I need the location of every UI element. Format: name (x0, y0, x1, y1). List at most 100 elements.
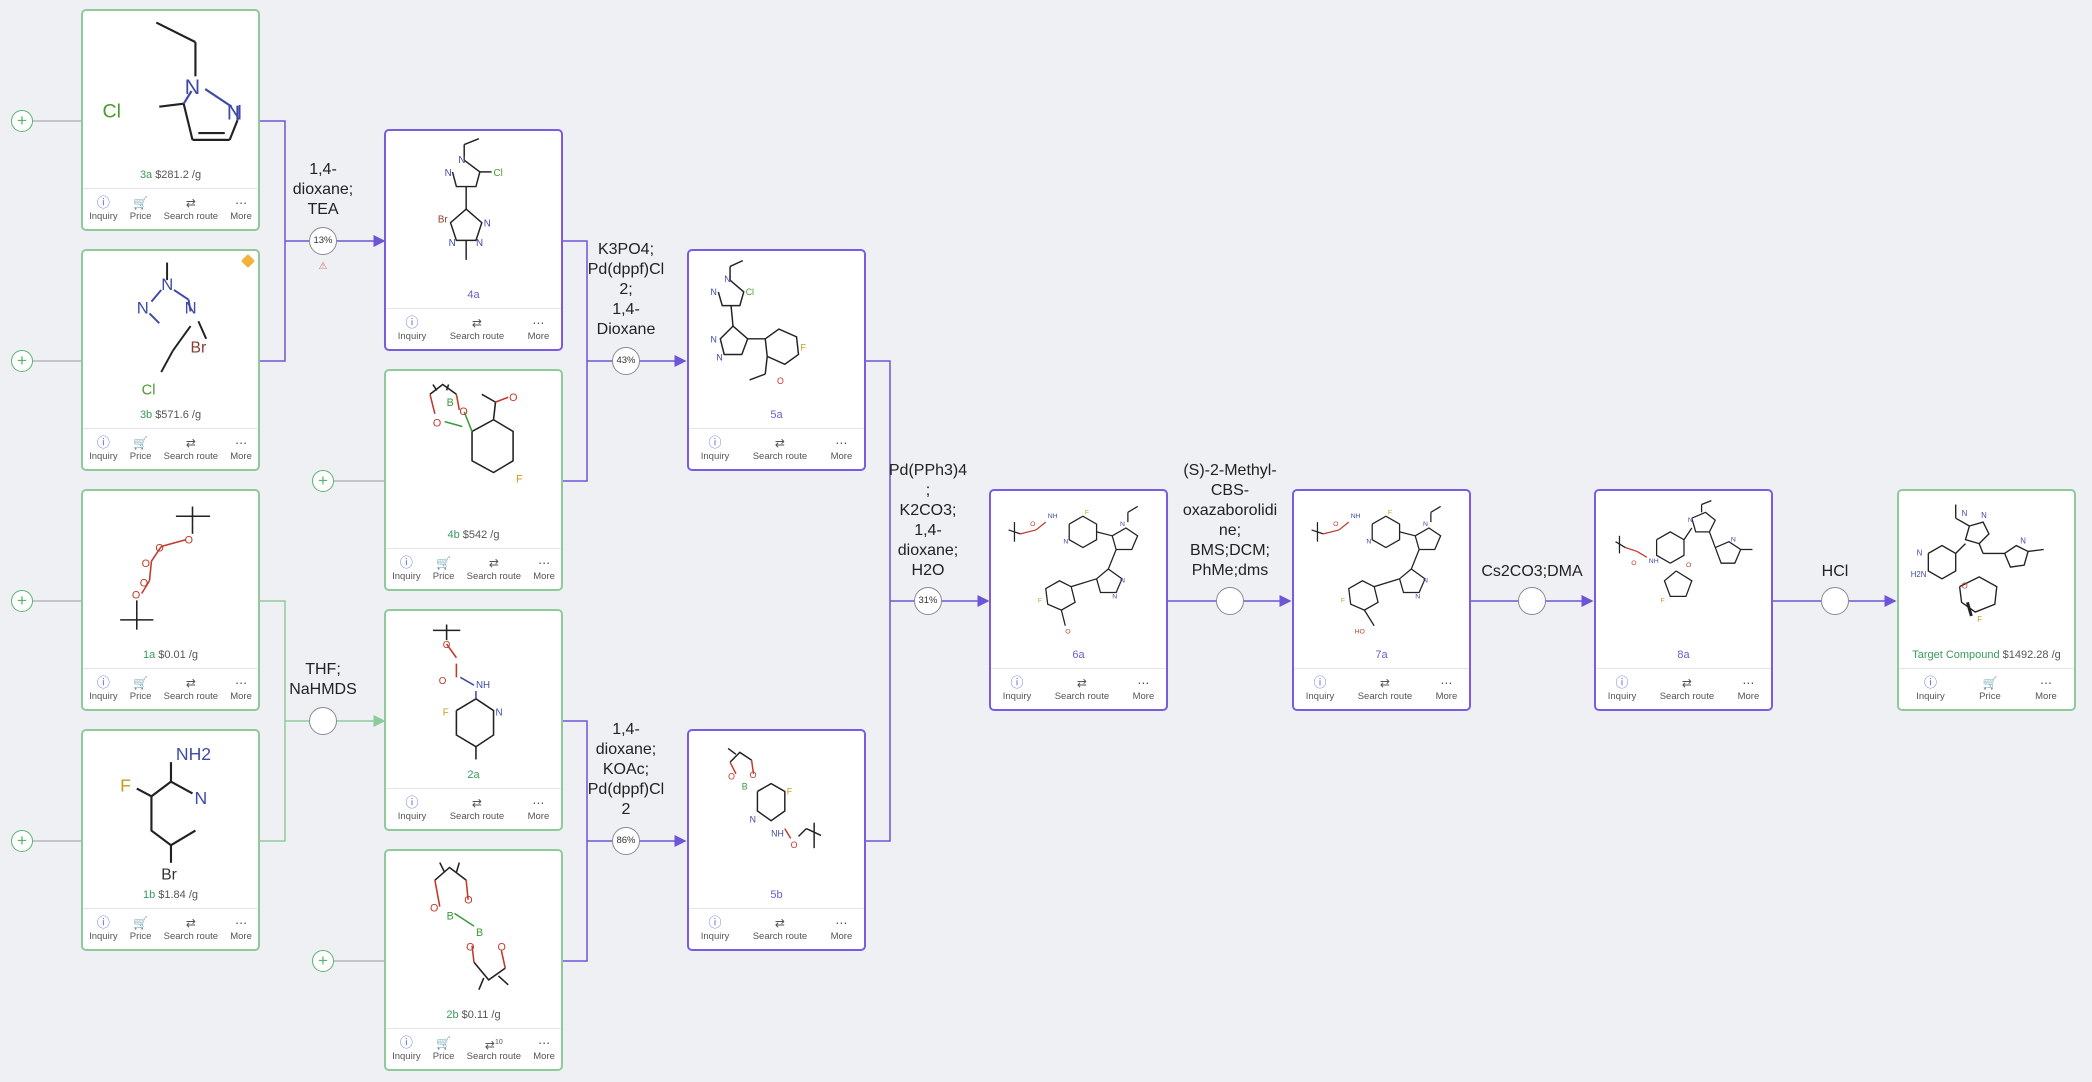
search-route-button[interactable]: ⇄Search route (163, 196, 219, 222)
more-button[interactable]: ⋯More (533, 556, 555, 582)
atom-label: N (750, 815, 756, 825)
price-button[interactable]: 🛒Price (129, 196, 152, 222)
atom-label: O (777, 376, 784, 386)
price-button[interactable]: 🛒Price (129, 676, 152, 702)
info-icon: ⓘ (399, 1035, 413, 1050)
more-button[interactable]: ⋯More (230, 916, 252, 942)
price-button[interactable]: 🛒Price (1979, 676, 2001, 702)
price-button[interactable]: 🛒Price (129, 436, 152, 462)
compound-label: 5a (770, 409, 783, 421)
more-button[interactable]: ⋯More (527, 796, 550, 822)
warning-icon[interactable]: ⚠ (318, 261, 328, 272)
search-route-button[interactable]: ⇄Search route (163, 916, 219, 942)
search-route-button[interactable]: ⇄Search route (1357, 676, 1413, 702)
reaction-node-r6[interactable] (1216, 587, 1244, 615)
more-button[interactable]: ⋯More (1435, 676, 1458, 702)
reaction-node-r1[interactable]: 13% (309, 227, 337, 255)
atom-label: O (466, 942, 474, 954)
search-route-button[interactable]: ⇄Search route (163, 436, 219, 462)
search-route-button[interactable]: ⇄Search route (163, 676, 219, 702)
compound-label: 1a$0.01 /g (142, 649, 198, 661)
reaction-node-r5[interactable]: 31% (914, 587, 942, 615)
reaction-node-r2[interactable] (309, 707, 337, 735)
more-button[interactable]: ⋯More (1737, 676, 1760, 702)
price-button[interactable]: 🛒Price (129, 916, 152, 942)
search-route-button[interactable]: ⇄Search route (449, 796, 505, 822)
more-button[interactable]: ⋯More (230, 676, 252, 702)
search-route-button[interactable]: ⇄Search route (1054, 676, 1110, 702)
price-button[interactable]: 🛒Price (432, 1036, 455, 1062)
info-icon: ⓘ (96, 435, 110, 450)
more-button[interactable]: ⋯More (830, 436, 853, 462)
atom-label: N (449, 238, 456, 249)
atom-label: N (711, 287, 717, 297)
more-button[interactable]: ⋯More (230, 196, 252, 222)
search-route-button[interactable]: ⇄Search route (1659, 676, 1715, 702)
compound-card-target[interactable]: N N N H2N N O F Target Compound$1492.28 … (1897, 489, 2076, 711)
more-button[interactable]: ⋯More (2035, 676, 2057, 702)
atom-label: Br (191, 340, 207, 357)
reaction-node-r4[interactable]: 86% (612, 827, 640, 855)
add-precursor-button[interactable]: + (11, 350, 33, 372)
atom-label: Br (161, 866, 177, 883)
atom-label: O (439, 676, 447, 687)
add-precursor-button[interactable]: + (312, 950, 334, 972)
route-icon: ⇄ (1681, 676, 1692, 690)
more-button[interactable]: ⋯More (230, 436, 252, 462)
search-route-button[interactable]: ⇄Search route (752, 436, 808, 462)
atom-label: N (1120, 521, 1125, 528)
reaction-node-r8[interactable] (1821, 587, 1849, 615)
more-button[interactable]: ⋯More (533, 1036, 555, 1062)
search-route-button[interactable]: ⇄Search route (752, 916, 808, 942)
add-precursor-button[interactable]: + (11, 590, 33, 612)
atom-label: F (1038, 597, 1042, 604)
atom-label: O (464, 895, 472, 907)
more-button[interactable]: ⋯More (830, 916, 853, 942)
add-precursor-button[interactable]: + (312, 470, 334, 492)
ellipsis-icon: ⋯ (835, 916, 848, 930)
atom-label: N (476, 238, 483, 249)
price-button[interactable]: 🛒Price (432, 556, 455, 582)
search-route-button[interactable]: ⇄Search route (449, 316, 505, 342)
more-button[interactable]: ⋯More (527, 316, 550, 342)
molecule-structure: O NH F N N N N F HO (1311, 505, 1442, 636)
ellipsis-icon: ⋯ (1137, 676, 1150, 690)
search-route-button[interactable]: ⇄Search route (466, 556, 522, 582)
reaction-node-r3[interactable]: 43% (612, 347, 640, 375)
more-button[interactable]: ⋯More (1132, 676, 1155, 702)
add-precursor-button[interactable]: + (11, 830, 33, 852)
add-precursor-button[interactable]: + (11, 110, 33, 132)
route-icon: ⇄ (1379, 676, 1390, 690)
reaction-node-r7[interactable] (1518, 587, 1546, 615)
